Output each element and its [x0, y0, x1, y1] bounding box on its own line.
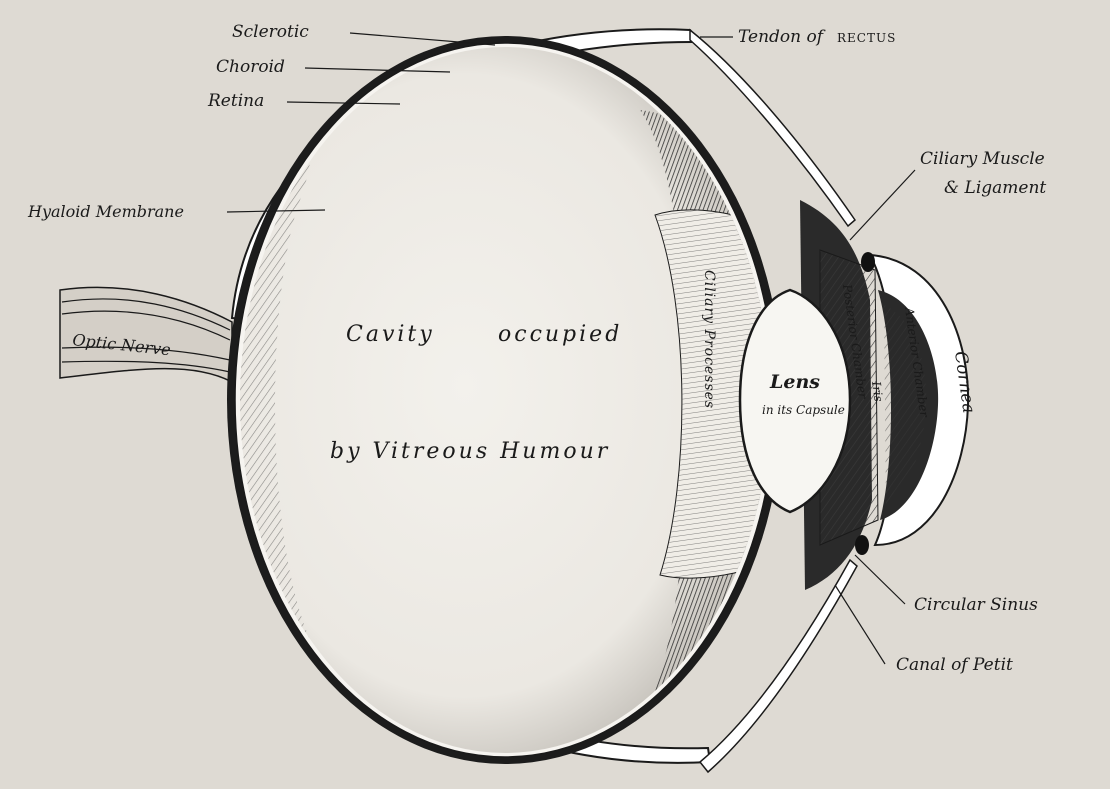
circular-sinus-lower	[855, 535, 869, 555]
label-ciliary-ligament: & Ligament	[944, 178, 1046, 198]
label-circular-sinus: Circular Sinus	[914, 595, 1038, 615]
label-iris: Iris	[869, 379, 886, 402]
label-rectus: RECTUS	[837, 31, 896, 45]
label-lens-capsule: in its Capsule	[762, 403, 845, 417]
label-occupied: occupied	[498, 322, 622, 347]
label-tendon-of: Tendon of	[738, 27, 826, 47]
label-cavity: Cavity	[346, 322, 435, 347]
label-ciliary-processes: Ciliary Processes	[701, 270, 717, 409]
label-choroid: Choroid	[216, 57, 285, 77]
label-sclerotic: Sclerotic	[232, 22, 309, 42]
circular-sinus-upper	[861, 252, 875, 272]
label-lens: Lens	[769, 371, 820, 393]
label-vitreous-humour: by Vitreous Humour	[330, 439, 610, 464]
label-retina: Retina	[207, 91, 264, 111]
label-ciliary-muscle: Ciliary Muscle	[920, 149, 1045, 169]
label-canal-of-petit: Canal of Petit	[896, 655, 1013, 675]
label-hyaloid-membrane: Hyaloid Membrane	[27, 202, 184, 221]
